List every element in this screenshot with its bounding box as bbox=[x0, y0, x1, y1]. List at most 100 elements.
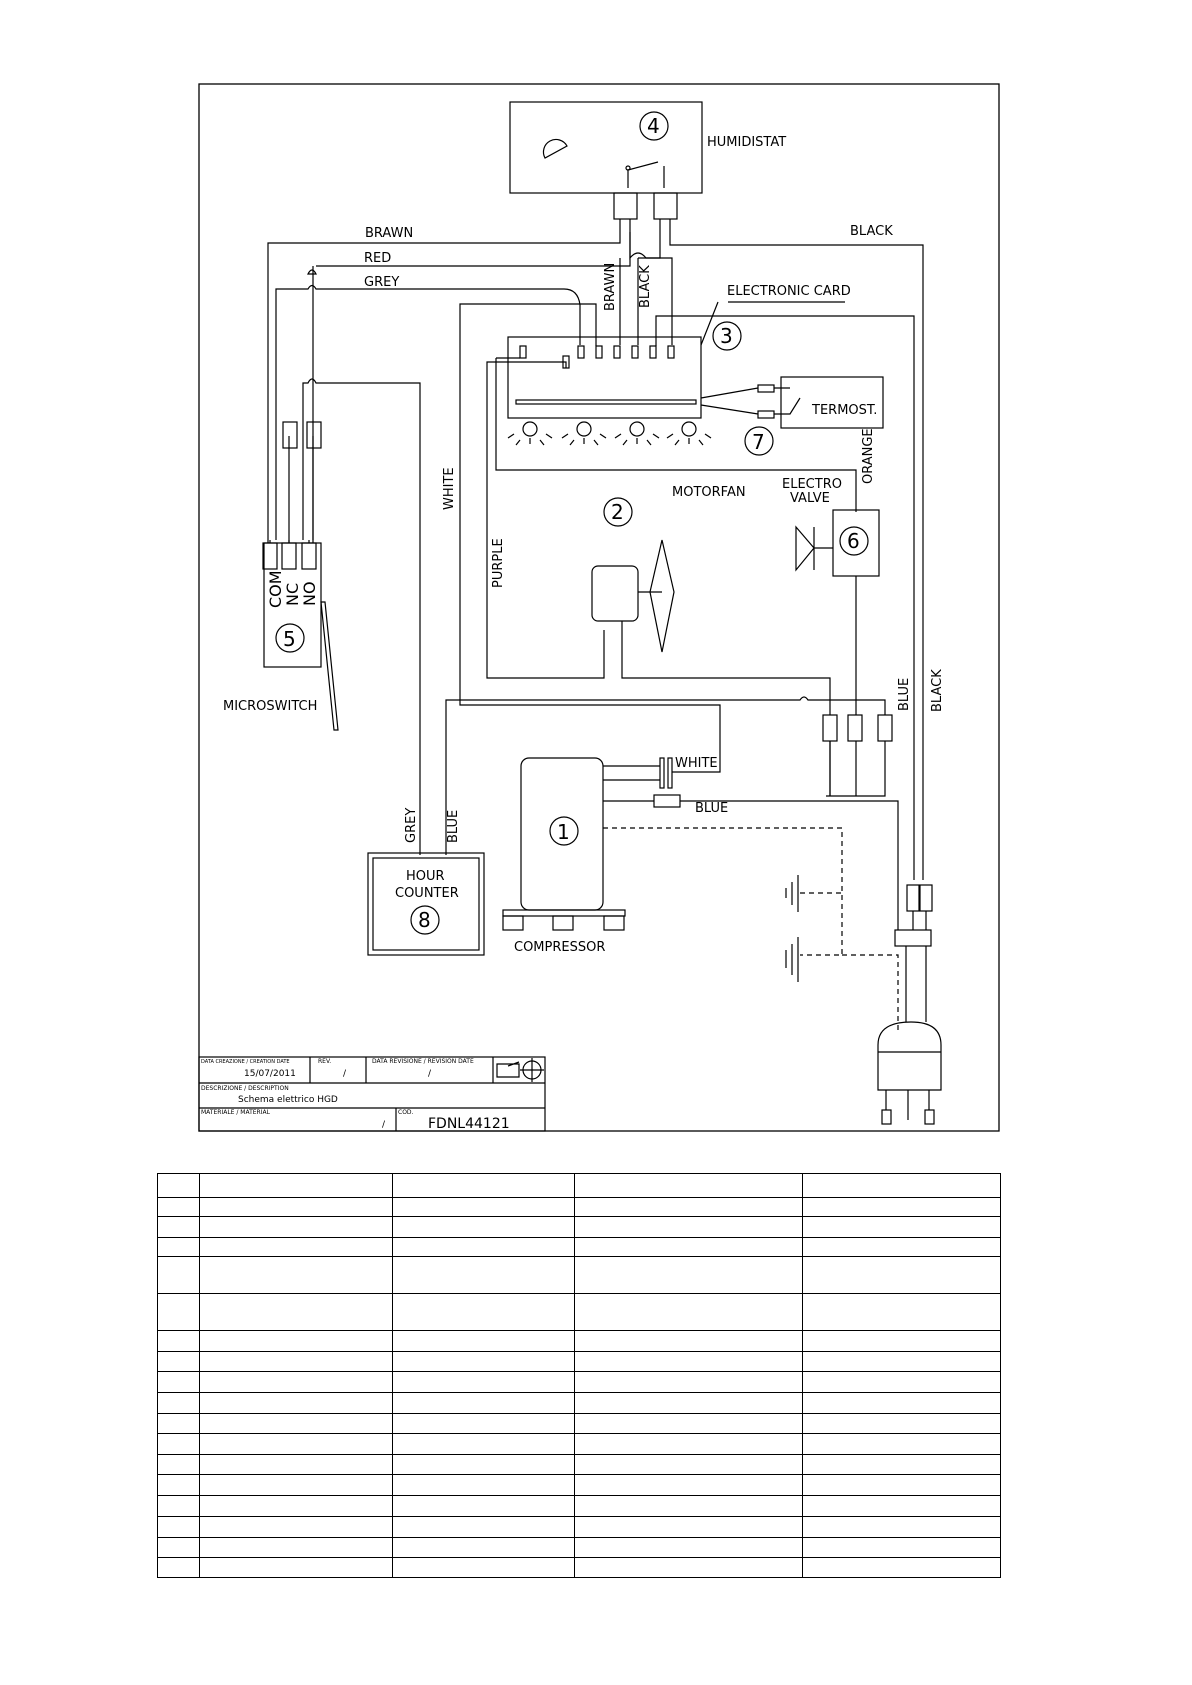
table-cell bbox=[198, 1495, 393, 1517]
motorfan-box bbox=[591, 565, 639, 622]
parts-table bbox=[157, 1173, 1001, 1578]
creation-date-label: DATA CREAZIONE / CREATION DATE bbox=[201, 1059, 290, 1065]
table-cell bbox=[198, 1413, 393, 1434]
table-row bbox=[157, 1216, 1001, 1238]
table-cell bbox=[574, 1433, 804, 1455]
valve-icon bbox=[795, 525, 815, 572]
table-cell bbox=[157, 1330, 200, 1352]
description-value: Schema elettrico HGD bbox=[238, 1095, 338, 1105]
electronic-card-label: ELECTRONIC CARD bbox=[727, 284, 851, 299]
description-label: DESCRIZIONE / DESCRIPTION bbox=[201, 1085, 289, 1092]
table-row bbox=[157, 1330, 1001, 1352]
wire-label-red: RED bbox=[364, 251, 391, 266]
fan-blade-icon bbox=[649, 539, 675, 653]
compressor-number: 1 bbox=[557, 820, 570, 844]
compressor-label: COMPRESSOR bbox=[514, 940, 605, 955]
table-cell bbox=[157, 1351, 200, 1372]
table-cell bbox=[198, 1454, 393, 1475]
code-value: FDNL44121 bbox=[428, 1116, 510, 1132]
material-value: / bbox=[382, 1120, 386, 1130]
table-row bbox=[157, 1293, 1001, 1331]
table-cell bbox=[391, 1256, 576, 1294]
table-cell bbox=[574, 1557, 804, 1578]
table-cell bbox=[198, 1237, 393, 1257]
hour-counter-label-1: HOUR bbox=[406, 869, 445, 884]
humidistat-box bbox=[509, 101, 703, 194]
microswitch-pin-com: COM bbox=[266, 570, 285, 608]
table-cell bbox=[574, 1216, 804, 1238]
table-cell bbox=[391, 1293, 576, 1331]
electro-valve-label-2: VALVE bbox=[790, 491, 830, 506]
table-cell bbox=[574, 1413, 804, 1434]
wire-label-black-right: BLACK bbox=[930, 669, 945, 712]
table-cell bbox=[574, 1495, 804, 1517]
table-cell bbox=[198, 1216, 393, 1238]
table-row bbox=[157, 1474, 1001, 1496]
table-cell bbox=[574, 1197, 804, 1217]
microswitch-lever bbox=[320, 601, 339, 731]
table-cell bbox=[391, 1474, 576, 1496]
motorfan-number: 2 bbox=[611, 500, 624, 524]
hour-counter-box bbox=[367, 852, 485, 956]
table-cell bbox=[574, 1330, 804, 1352]
table-cell bbox=[802, 1474, 1001, 1496]
table-row bbox=[157, 1537, 1001, 1558]
table-cell bbox=[391, 1237, 576, 1257]
table-cell bbox=[802, 1537, 1001, 1558]
table-cell bbox=[574, 1256, 804, 1294]
table-cell bbox=[157, 1557, 200, 1578]
table-cell bbox=[574, 1392, 804, 1414]
table-cell bbox=[198, 1474, 393, 1496]
table-row bbox=[157, 1454, 1001, 1475]
table-cell bbox=[157, 1197, 200, 1217]
humidistat-label: HUMIDISTAT bbox=[707, 135, 786, 150]
table-cell bbox=[157, 1371, 200, 1393]
wire-label-purple: PURPLE bbox=[491, 538, 506, 588]
table-cell bbox=[802, 1173, 1001, 1198]
table-cell bbox=[157, 1216, 200, 1238]
table-cell bbox=[391, 1557, 576, 1578]
table-cell bbox=[574, 1237, 804, 1257]
table-row bbox=[157, 1516, 1001, 1538]
table-cell bbox=[391, 1173, 576, 1198]
ground-icon bbox=[785, 875, 799, 982]
title-block bbox=[198, 1056, 546, 1132]
table-cell bbox=[802, 1557, 1001, 1578]
table-cell bbox=[157, 1413, 200, 1434]
table-cell bbox=[802, 1454, 1001, 1475]
table-row bbox=[157, 1495, 1001, 1517]
table-cell bbox=[802, 1516, 1001, 1538]
table-cell bbox=[574, 1173, 804, 1198]
table-row bbox=[157, 1197, 1001, 1217]
table-cell bbox=[198, 1173, 393, 1198]
table-cell bbox=[802, 1433, 1001, 1455]
table-cell bbox=[391, 1413, 576, 1434]
table-cell bbox=[198, 1351, 393, 1372]
humidistat-dial-icon bbox=[542, 138, 568, 159]
table-cell bbox=[574, 1516, 804, 1538]
table-cell bbox=[802, 1197, 1001, 1217]
electronic-card-box bbox=[507, 336, 702, 419]
table-cell bbox=[198, 1197, 393, 1217]
wire-label-white-compressor: WHITE bbox=[675, 756, 718, 771]
electro-valve-number: 6 bbox=[847, 529, 860, 553]
drawing-frame bbox=[198, 83, 1000, 1132]
wire-label-blue-compressor: BLUE bbox=[695, 801, 728, 816]
rev-value: / bbox=[343, 1069, 347, 1079]
wire-label-brawn-vertical: BRAWN bbox=[603, 263, 618, 311]
table-row bbox=[157, 1392, 1001, 1414]
creation-date-value: 15/07/2011 bbox=[244, 1069, 296, 1079]
wire-label-black: BLACK bbox=[850, 224, 893, 239]
table-cell bbox=[198, 1433, 393, 1455]
table-cell bbox=[802, 1351, 1001, 1372]
wire-label-blue-hour-counter: BLUE bbox=[446, 810, 461, 843]
table-cell bbox=[574, 1537, 804, 1558]
table-cell bbox=[391, 1454, 576, 1475]
wire-label-white: WHITE bbox=[442, 467, 457, 510]
table-cell bbox=[198, 1537, 393, 1558]
table-cell bbox=[574, 1371, 804, 1393]
microswitch-label: MICROSWITCH bbox=[223, 699, 317, 714]
wire-label-grey: GREY bbox=[364, 275, 399, 290]
thermostat-label: TERMOST. bbox=[811, 403, 877, 418]
